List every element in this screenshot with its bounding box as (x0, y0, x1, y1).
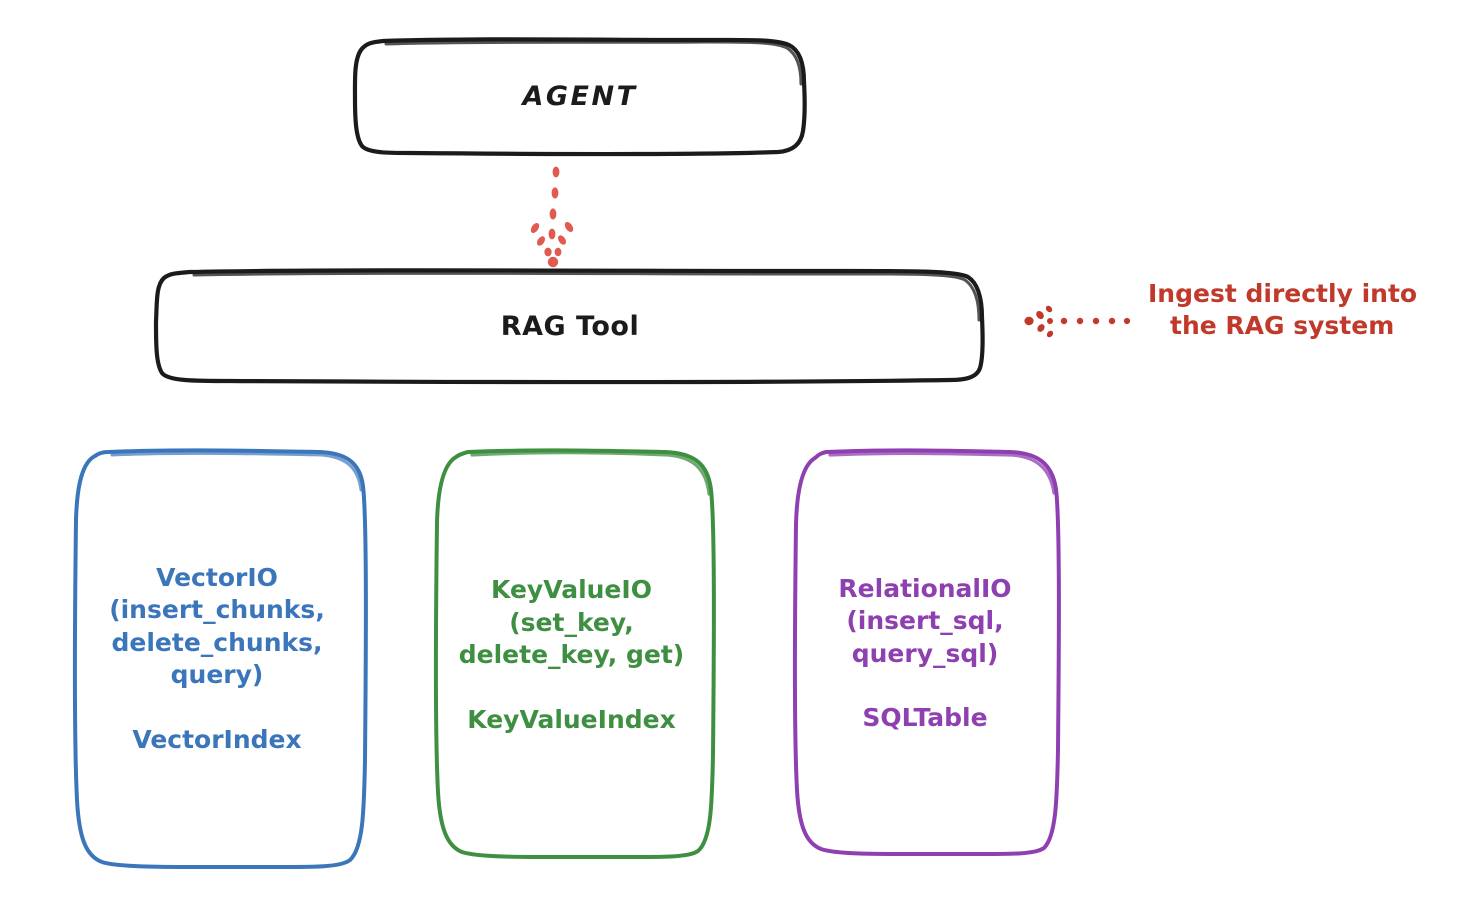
key-value-io-node[interactable] (434, 448, 716, 860)
key-value-io-box-outline (434, 448, 716, 860)
vector-io-box-outline-pass2 (110, 451, 363, 492)
rag-tool-box-outline-pass2 (192, 271, 981, 322)
relational-io-box-outline (793, 448, 1061, 857)
relational-io-box-outline-pass2 (828, 451, 1056, 495)
ingest-annotation-line-1: Ingest directly into (1148, 279, 1418, 308)
rag-tool-node[interactable] (153, 268, 985, 385)
key-value-io-box-outline-pass2 (470, 451, 711, 496)
ingest-annotation-line-2: the RAG system (1170, 311, 1395, 340)
vector-io-node[interactable] (73, 448, 368, 870)
rag-tool-box-outline (153, 268, 985, 385)
agent-node[interactable] (352, 37, 807, 157)
ingest-arrow (1024, 305, 1131, 338)
vector-io-box-outline (73, 448, 368, 870)
agent-box-outline-pass2 (384, 40, 803, 86)
agent-box-outline (352, 37, 807, 157)
relational-io-node[interactable] (793, 448, 1061, 857)
ingest-annotation: Ingest directly into the RAG system (1148, 278, 1478, 342)
agent-to-rag-arrow (530, 166, 574, 268)
